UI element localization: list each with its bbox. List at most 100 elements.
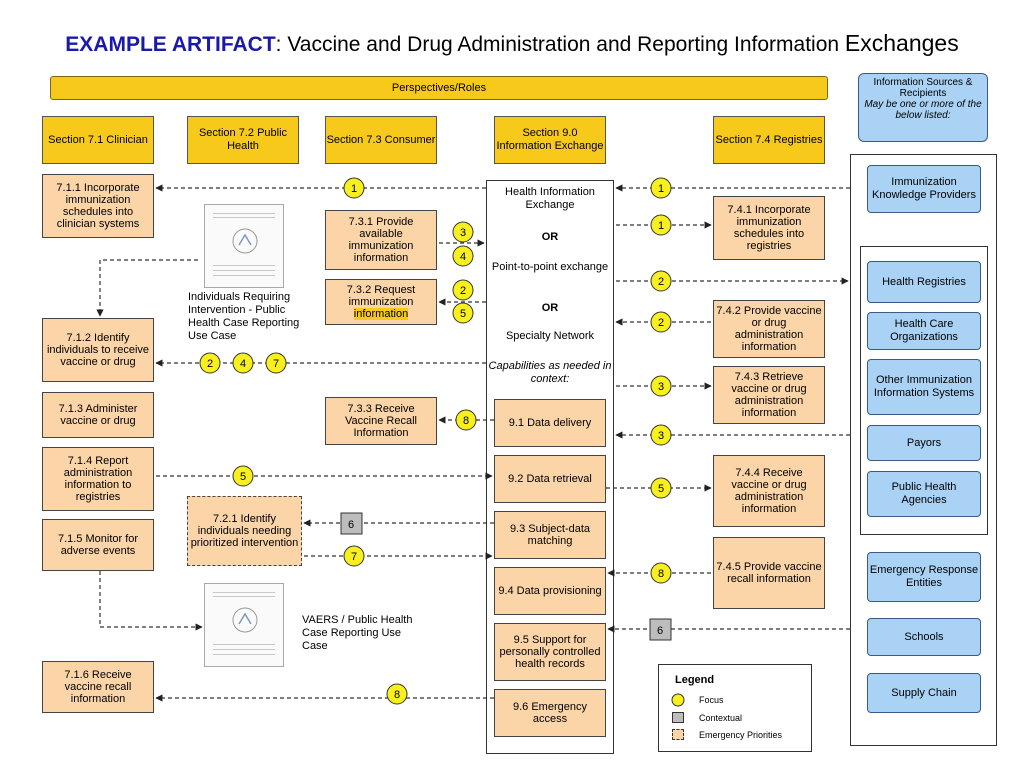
box-7-1-3: 7.1.3 Administer vaccine or drug: [42, 392, 154, 438]
svg-text:3: 3: [658, 381, 664, 393]
hie-label: Health Information Exchange: [505, 186, 595, 211]
svg-text:6: 6: [348, 519, 354, 531]
hhs-seal-icon: [232, 228, 258, 254]
box-7-4-5: 7.4.5 Provide vaccine recall information: [713, 537, 825, 609]
marker-2-a: 2: [452, 279, 474, 301]
source-emergency-response: Emergency Response Entities: [867, 552, 981, 602]
box-7-2-1: 7.2.1 Identify individuals needing prior…: [187, 496, 302, 566]
box-7-4-3: 7.4.3 Retrieve vaccine or drug administr…: [713, 366, 825, 424]
box-7-1-4: 7.1.4 Report administration information …: [42, 447, 154, 511]
box-7-1-5: 7.1.5 Monitor for adverse events: [42, 519, 154, 571]
capability-9-6: 9.6 Emergency access: [494, 689, 606, 737]
marker-7-a: 7: [265, 352, 287, 374]
box-7-1-1: 7.1.1 Incorporate immunization schedules…: [42, 174, 154, 238]
svg-text:7: 7: [351, 551, 357, 563]
marker-6-b: 6: [649, 618, 672, 641]
connector-715-to-doc2: [99, 571, 203, 631]
source-immunization-knowledge-providers: Immunization Knowledge Providers: [867, 165, 981, 213]
svg-text:3: 3: [460, 227, 466, 239]
svg-text:1: 1: [658, 220, 664, 232]
marker-2-b: 2: [199, 352, 221, 374]
sources-header: Information Sources & Recipients May be …: [858, 73, 988, 142]
marker-3-c: 3: [650, 424, 672, 446]
title-main: : Vaccine and Drug Administration and Re…: [275, 33, 845, 56]
title-last: Exchanges: [844, 30, 959, 56]
marker-8-a: 8: [455, 409, 477, 431]
capability-9-2: 9.2 Data retrieval: [494, 455, 606, 503]
page-title: EXAMPLE ARTIFACT: Vaccine and Drug Admin…: [0, 30, 1024, 57]
or-label-1: OR: [541, 231, 559, 243]
box-7-3-1: 7.3.1 Provide available immunization inf…: [325, 210, 437, 270]
marker-5-a: 5: [452, 302, 474, 324]
marker-1-b: 1: [650, 177, 672, 199]
box-7-3-2: 7.3.2 Request immunization information: [325, 279, 437, 325]
marker-4-a: 4: [452, 245, 474, 267]
box-7-4-1: 7.4.1 Incorporate immunization schedules…: [713, 196, 825, 260]
sources-header-line2: May be one or more of the below listed:: [864, 99, 982, 121]
legend-contextual-label: Contextual: [699, 713, 743, 723]
legend-focus-label: Focus: [699, 695, 724, 705]
document-thumbnail-1: [204, 204, 284, 288]
marker-5-b: 5: [232, 465, 254, 487]
header-clinician: Section 7.1 Clinician: [42, 116, 154, 164]
legend-focus-icon: [671, 693, 685, 707]
legend-emergency-icon: [672, 729, 684, 740]
markers: 1 1 1 3 4 2 5 2 4 7 2 2 3 8 3 5 5 6 7 8 …: [199, 177, 672, 705]
marker-2-d: 2: [650, 311, 672, 333]
or-label-2: OR: [541, 302, 559, 314]
source-other-iis: Other Immunization Information Systems: [867, 359, 981, 415]
marker-1-a: 1: [343, 177, 365, 199]
marker-6-a: 6: [340, 512, 363, 535]
sources-header-line1: Information Sources & Recipients: [873, 77, 973, 99]
box-7-3-3: 7.3.3 Receive Vaccine Recall Information: [325, 397, 437, 445]
box-7-3-2-text: 7.3.2 Request immunization: [346, 284, 416, 308]
connector-doc1-to-712: [96, 259, 198, 317]
source-payors: Payors: [867, 425, 981, 461]
svg-text:3: 3: [658, 430, 664, 442]
svg-text:2: 2: [658, 317, 664, 329]
marker-1-c: 1: [650, 214, 672, 236]
marker-8-c: 8: [386, 683, 408, 705]
svg-text:2: 2: [207, 358, 213, 370]
document-thumbnail-2: [204, 583, 284, 667]
perspectives-banner: Perspectives/Roles: [50, 76, 828, 100]
legend-title: Legend: [675, 674, 715, 686]
marker-4-b: 4: [232, 352, 254, 374]
header-registries: Section 7.4 Registries: [713, 116, 825, 164]
svg-text:5: 5: [240, 471, 246, 483]
capability-9-3: 9.3 Subject-data matching: [494, 511, 606, 559]
source-supply-chain: Supply Chain: [867, 673, 981, 713]
svg-text:4: 4: [240, 358, 246, 370]
svg-text:5: 5: [460, 308, 466, 320]
svg-text:6: 6: [657, 625, 663, 637]
svg-text:5: 5: [658, 483, 664, 495]
marker-2-c: 2: [650, 270, 672, 292]
svg-text:8: 8: [658, 568, 664, 580]
header-info-exchange: Section 9.0 Information Exchange: [494, 116, 606, 164]
box-7-1-6: 7.1.6 Receive vaccine recall information: [42, 661, 154, 713]
svg-text:1: 1: [351, 183, 357, 195]
capability-9-1: 9.1 Data delivery: [494, 399, 606, 447]
svg-text:8: 8: [394, 689, 400, 701]
marker-3-a: 3: [452, 221, 474, 243]
svg-text:2: 2: [460, 285, 466, 297]
caption-doc-1: Individuals Requiring Intervention - Pub…: [188, 291, 300, 342]
source-public-health-agencies: Public Health Agencies: [867, 471, 981, 517]
svg-text:4: 4: [460, 251, 466, 263]
legend: Legend Focus Contextual Emergency Priori…: [658, 664, 812, 752]
marker-8-b: 8: [650, 562, 672, 584]
box-7-3-2-highlight: information: [353, 308, 409, 320]
svg-text:8: 8: [463, 415, 469, 427]
svg-text:7: 7: [273, 358, 279, 370]
title-prefix: EXAMPLE ARTIFACT: [65, 33, 276, 56]
capabilities-label: Capabilities as needed in context:: [488, 360, 612, 385]
header-consumer: Section 7.3 Consumer: [325, 116, 437, 164]
header-public-health: Section 7.2 Public Health: [187, 116, 299, 164]
svg-text:1: 1: [658, 183, 664, 195]
specialty-network-label: Specialty Network: [505, 330, 595, 342]
box-7-1-2: 7.1.2 Identify individuals to receive va…: [42, 318, 154, 382]
marker-7-b: 7: [343, 545, 365, 567]
marker-3-b: 3: [650, 375, 672, 397]
capability-9-4: 9.4 Data provisioning: [494, 567, 606, 615]
source-health-registries: Health Registries: [867, 261, 981, 303]
